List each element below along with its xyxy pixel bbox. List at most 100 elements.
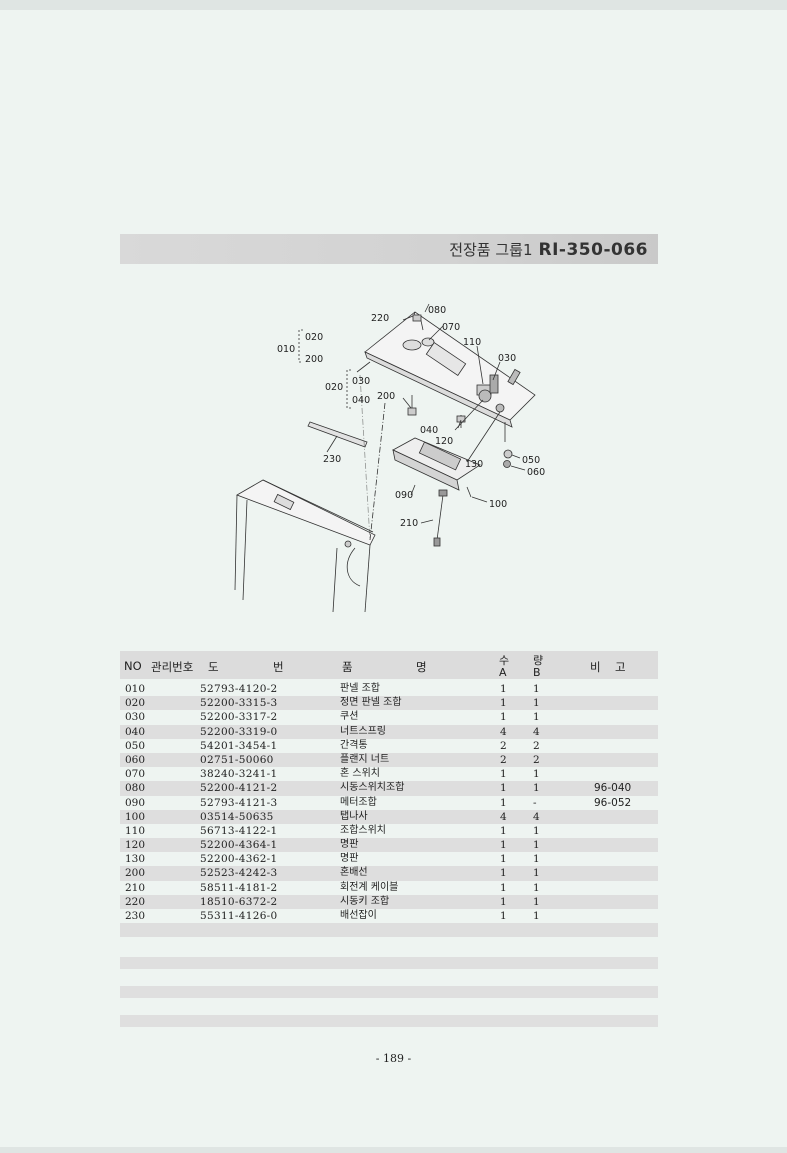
cell-name: 혼배선 [340, 867, 368, 879]
cell-part: 38240-3241-1 [200, 768, 278, 781]
cell-name: 혼 스위치 [340, 768, 380, 780]
cell-a: 1 [500, 697, 507, 710]
cell-no: 020 [125, 697, 146, 710]
header-note-2: 고 [615, 660, 626, 674]
callout-label: 020 [325, 382, 343, 393]
cell-b: 1 [533, 895, 540, 908]
cell-a: 4 [500, 725, 507, 738]
cell-no: 220 [125, 895, 146, 908]
cell-no: 050 [125, 739, 146, 752]
cell-name: 회전계 케이블 [340, 881, 399, 893]
header-qty-a: A [499, 666, 507, 679]
callout-label: 030 [352, 376, 370, 387]
cell-name: 너트스프링 [340, 725, 386, 737]
callout-label: 200 [377, 391, 395, 402]
header-qty-b: B [533, 666, 541, 679]
cell-part: 58511-4181-2 [200, 881, 278, 894]
callout-label: 040 [352, 395, 370, 406]
cell-no: 070 [125, 768, 146, 781]
cell-a: 1 [500, 895, 507, 908]
callout-label: 020 [305, 332, 323, 343]
cell-no: 100 [125, 810, 146, 823]
cell-no: 010 [125, 683, 146, 695]
header-name-1: 품 [342, 660, 353, 674]
callout-label: 130 [465, 459, 483, 470]
cell-name: 간격통 [340, 739, 368, 751]
cell-b: 1 [533, 867, 540, 880]
cell-b: 1 [533, 711, 540, 724]
blank-table-row [120, 1015, 658, 1027]
cell-part: 52200-4362-1 [200, 853, 278, 866]
header-drawing-1: 도 [208, 660, 219, 674]
callout-label: 200 [305, 354, 323, 365]
header-qty-1: 수 [499, 654, 510, 667]
cell-b: 1 [533, 697, 540, 710]
cell-name: 정면 판넬 조합 [340, 697, 402, 709]
cell-name: 명판 [340, 853, 359, 865]
cell-b: 1 [533, 881, 540, 894]
cell-note: 96-040 [594, 782, 632, 795]
callout-label: 210 [400, 518, 418, 529]
table-row: 210 58511-4181-2 회전계 케이블 1 1 [120, 881, 658, 895]
callout-label: 010 [277, 344, 295, 355]
cell-no: 080 [125, 782, 146, 795]
cell-no: 030 [125, 711, 146, 724]
callout-label: 060 [527, 467, 545, 478]
cell-a: 1 [500, 910, 507, 922]
cell-name: 시동스위치조합 [340, 782, 405, 794]
callout-labels: 220 080 070 110 030 010 020 200 020 030 … [277, 305, 545, 529]
cell-b: - [533, 796, 537, 809]
cell-part: 52200-3315-3 [200, 697, 278, 710]
header-no: NO [124, 659, 142, 673]
cell-name: 메터조합 [340, 796, 377, 808]
table-row: 070 38240-3241-1 혼 스위치 1 1 [120, 767, 658, 781]
cell-no: 200 [125, 867, 146, 880]
cell-a: 4 [500, 810, 507, 823]
cell-a: 1 [500, 768, 507, 781]
cell-a: 2 [500, 753, 507, 766]
cell-b: 1 [533, 910, 540, 922]
cell-a: 1 [500, 867, 507, 880]
callout-label: 040 [420, 425, 438, 436]
scan-top-edge [0, 0, 787, 10]
cell-name: 시동키 조합 [340, 895, 390, 907]
header-drawing-2: 번 [273, 660, 284, 674]
cell-part: 52793-4121-3 [200, 796, 278, 809]
cell-b: 1 [533, 824, 540, 837]
cell-no: 210 [125, 881, 146, 894]
cell-a: 2 [500, 739, 507, 752]
cell-name: 판넬 조합 [340, 683, 380, 694]
scan-bottom-edge [0, 1147, 787, 1153]
callout-label: 050 [522, 455, 540, 466]
cell-b: 4 [533, 810, 540, 823]
cell-name: 쿠션 [340, 711, 359, 723]
header-mgmt-number: 관리번호 [151, 660, 194, 674]
cell-name: 조합스위치 [340, 824, 386, 836]
cell-a: 1 [500, 824, 507, 837]
callout-label: 220 [371, 313, 389, 324]
cell-no: 090 [125, 796, 146, 809]
cell-name: 배선잡이 [340, 910, 377, 921]
cell-b: 1 [533, 768, 540, 781]
cell-no: 130 [125, 853, 146, 866]
cell-a: 1 [500, 881, 507, 894]
diagram-code: RI-350-066 [538, 240, 648, 260]
cell-no: 040 [125, 725, 146, 738]
cell-part: 52200-3319-0 [200, 725, 278, 738]
cell-b: 2 [533, 739, 540, 752]
